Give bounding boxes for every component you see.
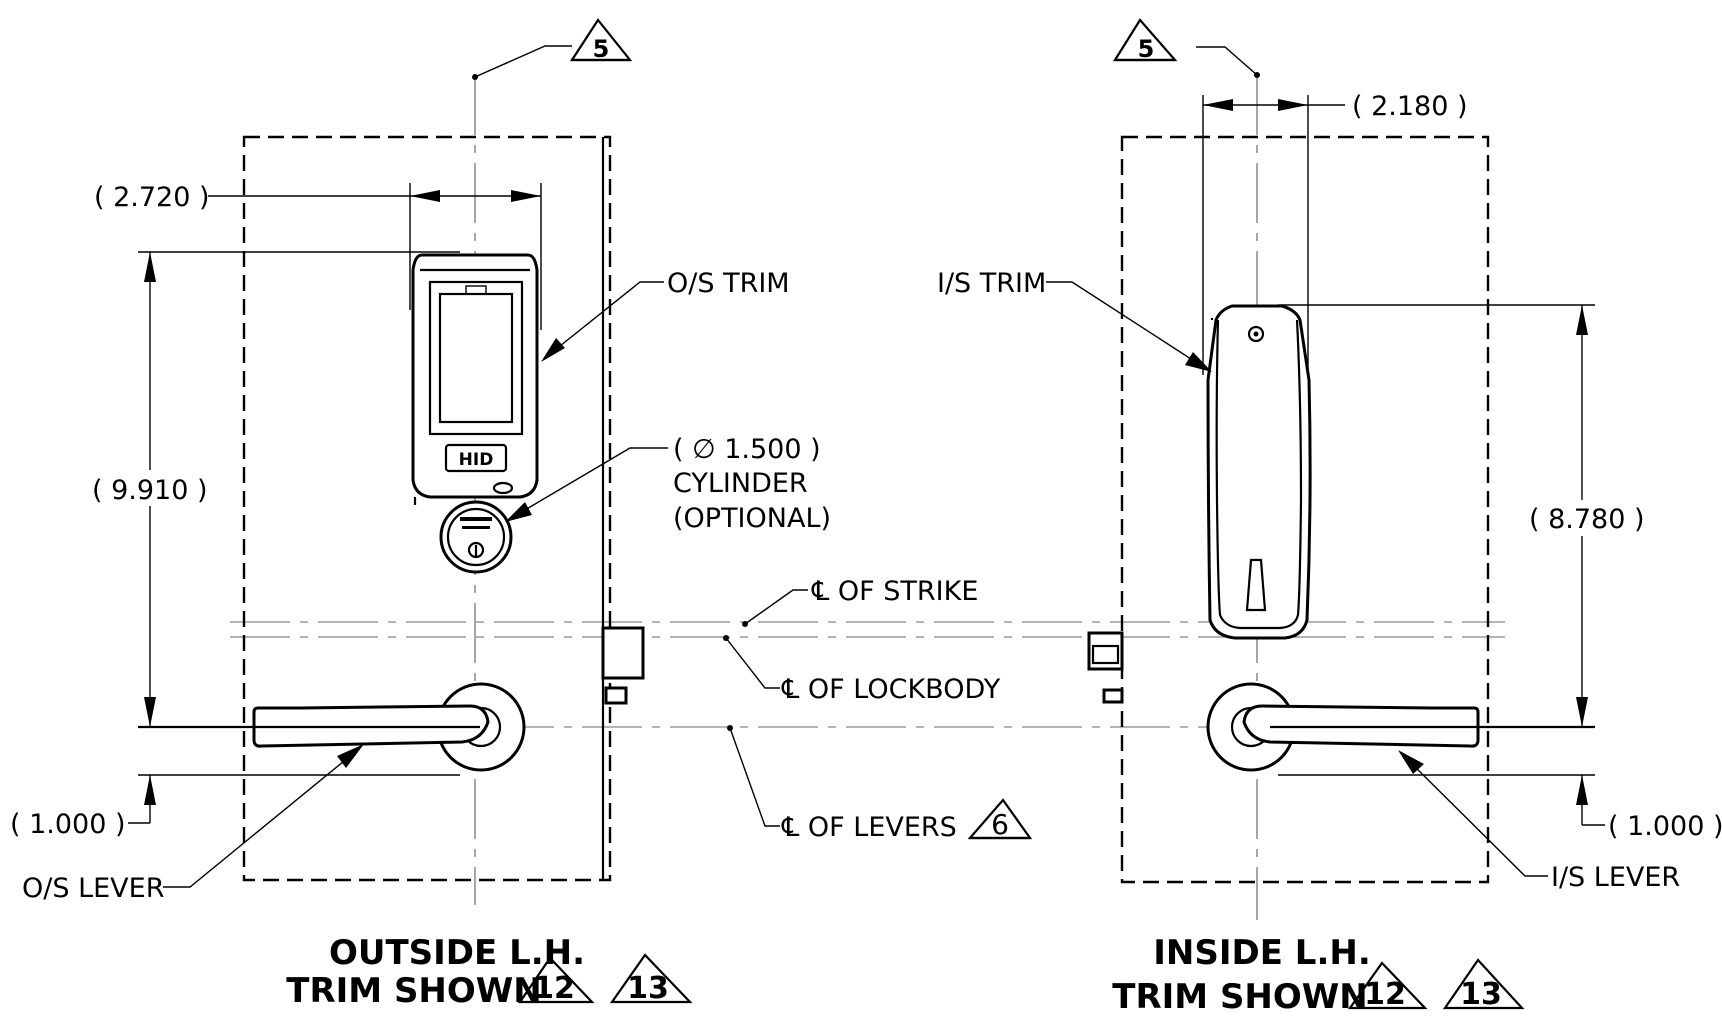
cylinder-optional-label: (OPTIONAL) [673, 503, 831, 534]
os-reader-trim: HID [411, 253, 539, 505]
callout-5-right: 5 [1113, 18, 1260, 78]
os-lever-label: O/S LEVER [22, 873, 164, 904]
inside-callout-13: 13 [1460, 977, 1502, 1012]
outside-door-outline [242, 135, 645, 882]
outside-callout-13: 13 [627, 971, 669, 1006]
cl-lockbody-callout: ℄ OF LOCKBODY [723, 635, 1001, 705]
inside-title-line1: INSIDE L.H. [1153, 933, 1370, 973]
inside-title-line2: TRIM SHOWN [1112, 977, 1368, 1016]
os-trim-label: O/S TRIM [667, 268, 790, 299]
inside-door-outline [1087, 135, 1490, 884]
inside-callout-12: 12 [1364, 977, 1406, 1012]
os-lever-callout: O/S LEVER [22, 744, 364, 904]
reader-logo: HID [459, 450, 494, 470]
is-lever-label: I/S LEVER [1551, 862, 1680, 893]
callout-5-left: 5 [472, 18, 633, 80]
cl-levers-label: ℄ OF LEVERS [781, 812, 957, 843]
is-trim-callout: I/S TRIM [937, 268, 1212, 372]
dim-8780-label: ( 8.780 ) [1529, 504, 1645, 535]
cl-strike-label: ℄ OF STRIKE [811, 576, 978, 607]
cylinder-label: CYLINDER [673, 468, 808, 499]
callout-6-number: 6 [991, 808, 1009, 841]
dim-2180-label: ( 2.180 ) [1352, 91, 1468, 122]
outside-title: OUTSIDE L.H. TRIM SHOWN 12 13 [286, 933, 693, 1011]
is-escutcheon-trim [1202, 95, 1312, 640]
outside-title-line1: OUTSIDE L.H. [329, 933, 585, 973]
dim-8780: ( 8.780 ) [1270, 304, 1645, 729]
dim-2720-label: ( 2.720 ) [94, 182, 210, 213]
outside-title-line2: TRIM SHOWN [286, 971, 542, 1011]
cl-levers-callout: ℄ OF LEVERS 6 [727, 725, 1033, 843]
callout-5-right-number: 5 [1138, 35, 1155, 63]
dim-9910: ( 9.910 ) [88, 251, 480, 729]
callout-5-left-number: 5 [593, 35, 610, 63]
is-lever-callout: I/S LEVER [1398, 750, 1680, 893]
os-trim-callout: O/S TRIM [541, 268, 790, 362]
dim-1000-right-label: ( 1.000 ) [1608, 811, 1722, 842]
dim-1000-left-label: ( 1.000 ) [10, 809, 126, 840]
dim-9910-label: ( 9.910 ) [92, 475, 208, 506]
cylinder-callout: ( ∅ 1.500 ) CYLINDER (OPTIONAL) [505, 434, 831, 534]
dim-1000-right: ( 1.000 ) [1278, 774, 1722, 842]
is-trim-label: I/S TRIM [937, 268, 1046, 299]
inside-title: INSIDE L.H. TRIM SHOWN 12 13 [1112, 933, 1525, 1016]
dim-2180: ( 2.180 ) [1203, 91, 1468, 122]
cylinder-diameter-label: ( ∅ 1.500 ) [673, 434, 821, 465]
cl-lockbody-label: ℄ OF LOCKBODY [781, 674, 1001, 705]
cylinder [439, 500, 513, 574]
dim-2720: ( 2.720 ) [94, 182, 542, 330]
centerlines [230, 75, 1505, 920]
dim-1000-left: ( 1.000 ) [10, 774, 460, 840]
cl-strike-callout: ℄ OF STRIKE [742, 576, 978, 627]
outside-callout-12: 12 [533, 971, 575, 1006]
